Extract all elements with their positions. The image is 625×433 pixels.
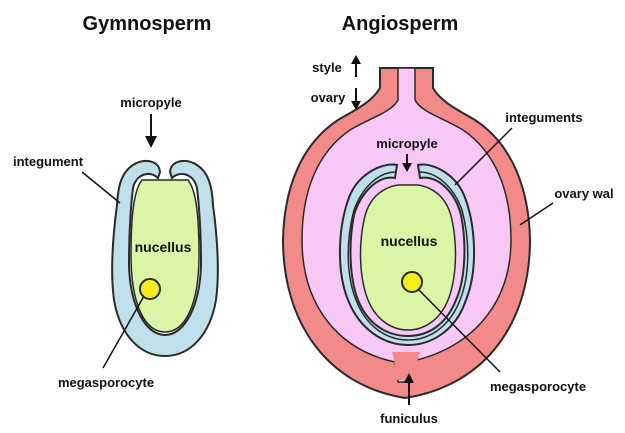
angiosperm-title: Angiosperm xyxy=(342,13,459,35)
angiosperm-micropyle-label: micropyle xyxy=(376,136,437,151)
angiosperm-megasporocyte-label: megasporocyte xyxy=(490,379,586,394)
gymnosperm-integument-leader xyxy=(82,172,120,203)
gymnosperm-nucellus-label: nucellus xyxy=(135,239,192,255)
gymnosperm-nucellus xyxy=(131,180,199,332)
gymnosperm-micropyle-label: micropyle xyxy=(120,95,181,110)
angiosperm-ovary-label: ovary xyxy=(311,90,346,105)
angiosperm-nucellus xyxy=(361,185,456,330)
angiosperm-style-label: style xyxy=(312,60,342,75)
style-arrowhead xyxy=(351,55,361,64)
angiosperm-integuments-label: integuments xyxy=(505,110,582,125)
angiosperm-funiculus xyxy=(392,352,420,380)
gymnosperm-megasporocyte xyxy=(140,279,160,299)
gymnosperm-megasporocyte-label: megasporocyte xyxy=(58,375,154,390)
angiosperm-funiculus-label: funiculus xyxy=(380,411,438,426)
angiosperm-nucellus-label: nucellus xyxy=(381,233,438,249)
gymnosperm-title: Gymnosperm xyxy=(83,13,212,35)
gymnosperm-micropyle-arrowhead xyxy=(145,136,157,148)
angiosperm-ovary-wall-label: ovary wal xyxy=(554,186,613,201)
gymnosperm-integument-label: integument xyxy=(13,154,84,169)
